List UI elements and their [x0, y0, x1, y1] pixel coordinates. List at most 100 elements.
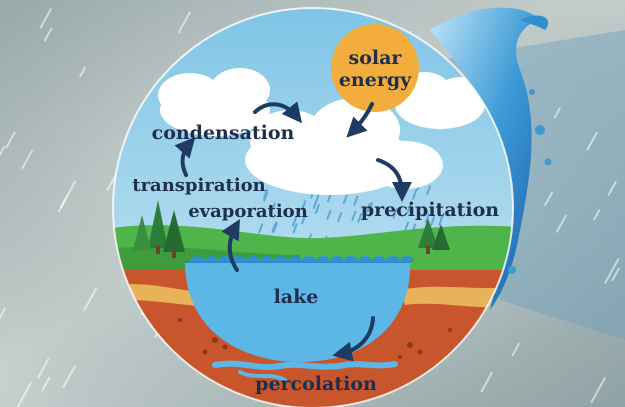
water-droplet: [529, 89, 535, 95]
rain-streak: [177, 11, 191, 34]
splash-tip: [520, 15, 549, 30]
soil-pebbles: [178, 318, 452, 359]
label-condensation: condensation: [152, 122, 295, 144]
cycle-arrows: [174, 101, 412, 362]
rain-drop: [357, 213, 363, 224]
rain-drop: [351, 210, 357, 221]
trees-right: [418, 218, 450, 254]
lake-waves: [190, 256, 414, 262]
rain-streak: [511, 342, 521, 357]
wave: [302, 256, 316, 262]
wave: [330, 256, 344, 262]
rain-drop: [438, 215, 444, 226]
arrow-transpiration: [174, 137, 196, 177]
water-splash: [430, 7, 540, 310]
arrow-evaporation: [221, 219, 240, 272]
scene-border: [112, 7, 514, 407]
wave: [386, 256, 400, 262]
rain-streak: [57, 194, 70, 213]
water-droplet: [508, 266, 516, 274]
rain-streak: [0, 307, 7, 320]
label-solar: solar: [349, 47, 403, 69]
rain-streak: [590, 376, 607, 404]
rain-drop: [263, 188, 269, 199]
rain-streak: [16, 381, 33, 407]
rain-streak: [607, 180, 617, 197]
rain-streak: [611, 267, 620, 282]
rain-streak: [39, 8, 53, 29]
rain-streak: [592, 208, 601, 221]
rain-drop: [272, 221, 278, 232]
rain-drop: [301, 200, 307, 211]
rain-drop: [365, 202, 371, 213]
label-evaporation: evaporation: [188, 201, 308, 222]
rain-streak: [43, 27, 53, 42]
rain-streak: [41, 376, 51, 392]
rain-drop: [406, 203, 412, 214]
rain-streak: [555, 214, 568, 234]
trees-left: [133, 200, 185, 258]
cloud-left: [158, 68, 270, 136]
arrow-precipitation: [376, 158, 412, 202]
water-droplet: [535, 125, 545, 135]
rain-drop: [426, 185, 432, 196]
sun: [331, 24, 419, 112]
arrow-percolation: [332, 316, 375, 362]
rain-drop: [312, 199, 318, 210]
rain-streak: [0, 145, 6, 157]
wave: [372, 256, 386, 262]
rain-drop: [424, 213, 430, 224]
label-lake: lake: [274, 286, 319, 308]
wave: [190, 256, 204, 262]
rain-streak: [553, 107, 562, 119]
groundwater-stream: [212, 360, 398, 370]
scene-circle: [113, 8, 513, 407]
rain-drop: [342, 194, 348, 205]
rain-streak: [543, 191, 554, 207]
rain-streak: [5, 131, 16, 149]
arrow-condensation: [253, 101, 303, 124]
rain-streak: [62, 365, 77, 389]
rain-drop: [326, 209, 332, 220]
rain-drop: [337, 212, 343, 223]
rain-drop: [412, 189, 418, 200]
rain-drop: [258, 223, 264, 234]
rain-streak: [480, 371, 493, 393]
rain-drop: [314, 204, 320, 215]
label-precipitation: precipitation: [361, 199, 499, 221]
rain-streak: [604, 258, 620, 284]
wave: [288, 256, 302, 262]
rain-drop: [301, 214, 307, 225]
lake: [185, 262, 411, 362]
rain-streak: [83, 287, 98, 311]
wave: [274, 256, 288, 262]
rain-drop: [368, 202, 374, 213]
wave: [246, 256, 260, 262]
wave: [358, 256, 372, 262]
wave: [218, 256, 232, 262]
rain-drop: [270, 202, 276, 213]
rain-streak: [586, 131, 598, 151]
label-energy: energy: [339, 69, 412, 91]
cloud-center: [245, 98, 443, 195]
rain-drop: [291, 216, 297, 227]
rain-drop: [263, 191, 269, 202]
rain-streak: [79, 66, 87, 78]
rain-drop: [392, 208, 398, 219]
wave: [204, 256, 218, 262]
label-percolation: percolation: [255, 373, 377, 395]
arrow-solar: [346, 102, 374, 138]
wave: [260, 256, 274, 262]
label-transpiration: transpiration: [132, 175, 266, 196]
rain-drop: [292, 223, 298, 234]
rain-streak: [36, 357, 50, 379]
rain-drop: [430, 216, 436, 227]
rain-streak: [21, 149, 34, 170]
wave: [232, 256, 246, 262]
rain-drop: [353, 195, 359, 206]
groundwater-stream: [238, 370, 287, 382]
water-droplet: [544, 158, 552, 166]
wave: [344, 256, 358, 262]
